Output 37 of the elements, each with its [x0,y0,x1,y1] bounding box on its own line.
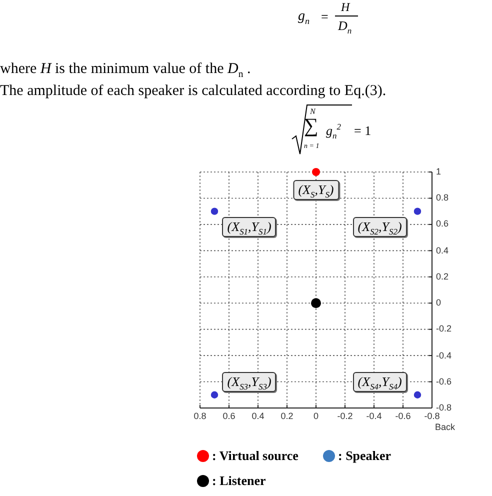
point-annotation: (X$_{S}$,Y$_{S}$) [293,180,339,200]
math-symbol: D$_{n}$ [338,19,352,32]
axis-title: Back [435,423,456,432]
math-symbol: H [341,1,350,13]
tick-label: 0.4 [436,246,449,256]
tick-label: -0.8 [424,412,440,421]
tick-label: 0.2 [280,412,294,421]
tick-label: -0.2 [337,412,353,421]
tick-label: 0.8 [194,412,206,421]
body-text: The amplitude of each speaker is calculated according to Eq.(3). [0,84,386,99]
math-symbol: g$_{n}$ [298,10,310,24]
point-annotation: (X$_{S4}$,Y$_{S4}$) [352,372,407,392]
tick-label: 0 [314,412,318,421]
tick-label: -0.6 [436,377,452,386]
tick-label: -0.4 [436,351,452,360]
equals-sign: = [321,10,328,23]
equation-result: = 1 [354,124,372,137]
body-text: where H is the minimum value of the D$_{n}$ . [0,62,251,77]
point-annotation: (X$_{S3}$,Y$_{S3}$) [222,372,276,392]
tick-label: -0.6 [395,412,411,421]
tick-label: 0.6 [222,412,236,421]
tick-label: 1 [436,168,442,176]
tick-label: -0.4 [366,412,382,421]
summation-limit: N [310,108,316,116]
legend-label: : Speaker [338,449,392,462]
point-annotation: (X$_{S2}$,Y$_{S2}$) [352,217,407,238]
tick-label: -0.2 [436,324,452,334]
tick-label: -0.8 [436,404,452,412]
summation-sign: ∑ [304,116,318,136]
tick-label: 0.6 [436,220,449,229]
tick-label: 0.8 [436,194,449,203]
point-annotation: (X$_{S1}$,Y$_{S1}$) [222,217,276,238]
tick-label: 0 [436,298,442,308]
tick-label: 0.2 [436,272,449,282]
legend-label: : Listener [212,474,266,487]
legend-label: : Virtual source [212,449,298,462]
tick-label: 0.4 [252,412,264,421]
